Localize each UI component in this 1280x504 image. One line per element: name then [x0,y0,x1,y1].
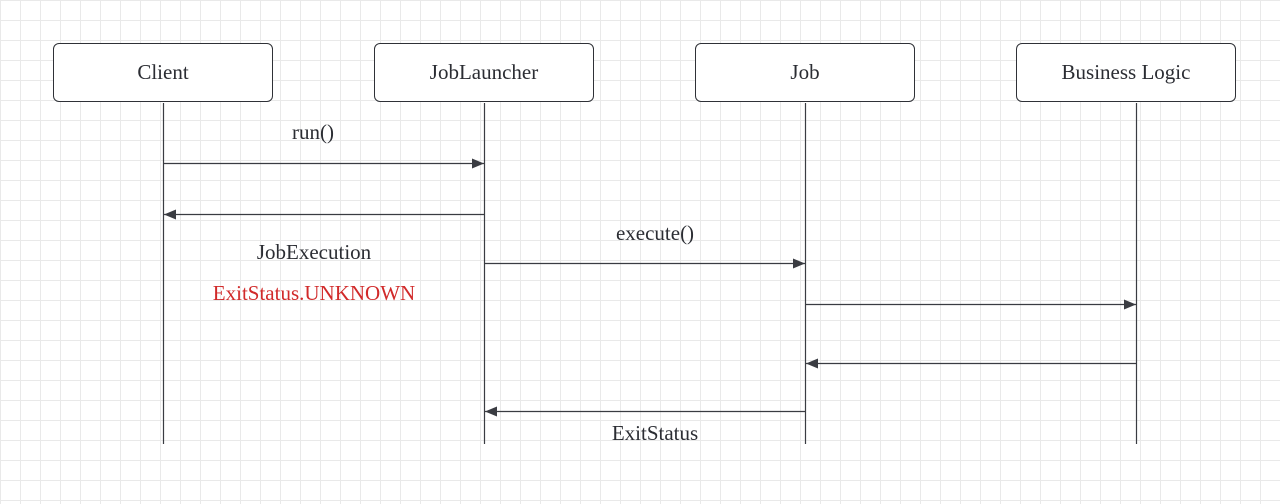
participant-business-logic[interactable]: Business Logic [1016,43,1236,102]
message-execute-label: execute() [615,221,695,245]
message-exitstatus-label: ExitStatus [611,421,699,445]
message-jobexecution-status-label: ExitStatus.UNKNOWN [212,281,416,305]
participant-business-logic-label: Business Logic [1061,60,1191,84]
participant-client-label: Client [137,60,189,84]
message-run-label: run() [292,120,334,144]
participant-job-label: Job [790,60,820,84]
participant-job[interactable]: Job [695,43,915,102]
participant-joblauncher-label: JobLauncher [429,60,539,84]
participant-joblauncher[interactable]: JobLauncher [374,43,594,102]
message-jobexecution-label: JobExecution [256,240,372,264]
participant-client[interactable]: Client [53,43,273,102]
